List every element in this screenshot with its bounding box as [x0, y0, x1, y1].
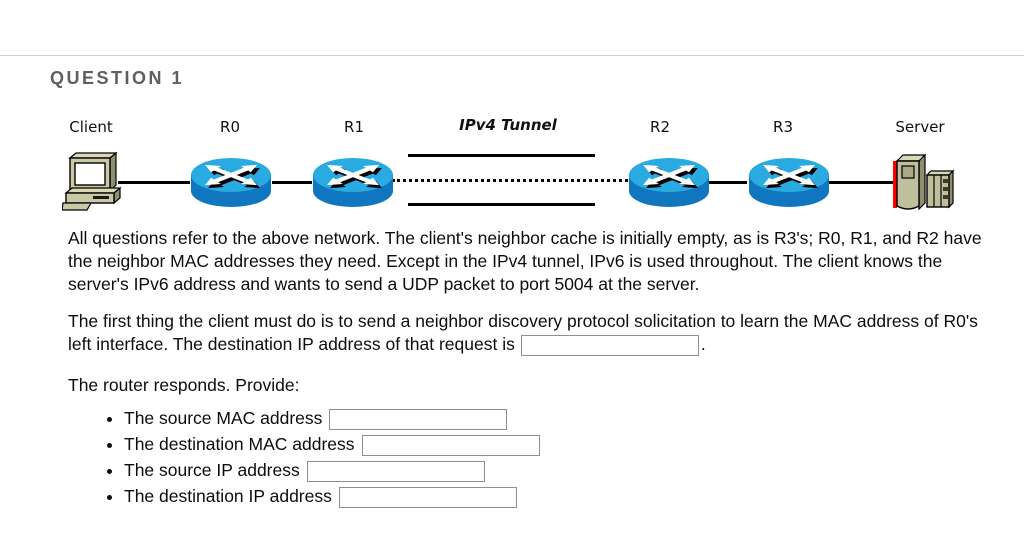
answer-label: The destination MAC address: [124, 434, 355, 454]
link-r0-r1: [272, 181, 312, 184]
diagram-label-ipv4-tunnel: IPv4 Tunnel: [459, 116, 557, 134]
network-diagram: Client R0 R1 IPv4 Tunnel R2 R3 Server: [0, 89, 1024, 219]
question-part1: The first thing the client must do is to…: [68, 310, 1005, 356]
diagram-label-r2: R2: [650, 118, 670, 136]
list-item: The destination MAC address: [124, 432, 1005, 456]
page-title: QUESTION 1: [50, 68, 185, 88]
list-item: The destination IP address: [124, 484, 1005, 508]
dest-ip-inline-input[interactable]: [520, 334, 699, 356]
link-r3-server: [829, 181, 893, 184]
client-icon: [62, 151, 122, 211]
server-icon: [893, 153, 955, 211]
answer-list: The source MAC address The destination M…: [68, 406, 1005, 508]
router-icon-r2: [627, 151, 711, 209]
part1-text-after-input: .: [700, 334, 706, 354]
source-ip-input[interactable]: [306, 460, 485, 482]
dest-mac-input[interactable]: [361, 434, 540, 456]
list-item: The source IP address: [124, 458, 1005, 482]
dest-ip-input[interactable]: [338, 486, 517, 508]
link-client-r0: [118, 181, 190, 184]
router-icon-r1: [311, 151, 395, 209]
tunnel-top-line: [408, 154, 595, 157]
answer-label: The destination IP address: [124, 486, 332, 506]
part1-text-before-input: The first thing the client must do is to…: [68, 311, 978, 354]
list-item: The source MAC address: [124, 406, 1005, 430]
diagram-label-server: Server: [895, 118, 945, 136]
question-body: All questions refer to the above network…: [68, 227, 1005, 508]
diagram-label-r0: R0: [220, 118, 240, 136]
source-mac-input[interactable]: [329, 408, 508, 430]
router-icon-r0: [189, 151, 273, 209]
diagram-label-r3: R3: [773, 118, 793, 136]
router-icon-r3: [747, 151, 831, 209]
link-r2-r3: [709, 181, 747, 184]
tunnel-bottom-line: [408, 203, 595, 206]
question-intro: All questions refer to the above network…: [68, 228, 982, 294]
diagram-label-client: Client: [69, 118, 113, 136]
top-divider: [0, 0, 1024, 56]
answer-label: The source MAC address: [124, 408, 323, 428]
diagram-label-r1: R1: [344, 118, 364, 136]
tunnel-dotted-link: [392, 179, 628, 182]
answer-label: The source IP address: [124, 460, 300, 480]
question-part2-prompt: The router responds. Provide:: [68, 375, 300, 395]
